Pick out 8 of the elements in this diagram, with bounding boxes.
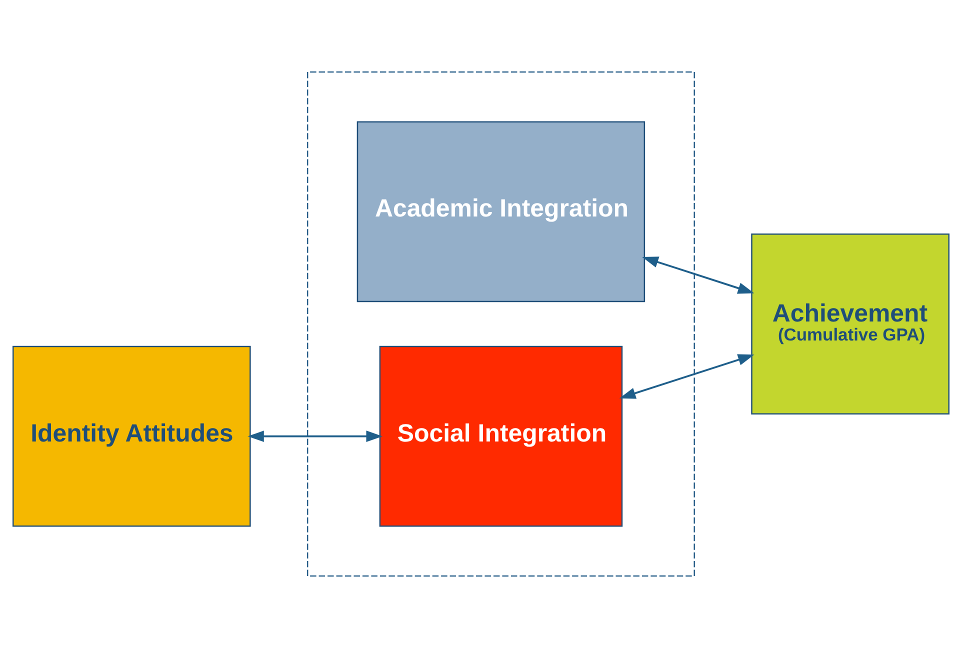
arrow [248, 430, 382, 442]
arrow [619, 354, 754, 398]
node-box: Achievement (Cumulative GPA) [751, 233, 950, 414]
node-box: Academic Integration [356, 120, 646, 302]
node-box: Social Integration [379, 345, 623, 526]
node-box: Identity Attitudes [12, 345, 251, 526]
arrow [642, 256, 754, 294]
cluster [306, 70, 695, 576]
